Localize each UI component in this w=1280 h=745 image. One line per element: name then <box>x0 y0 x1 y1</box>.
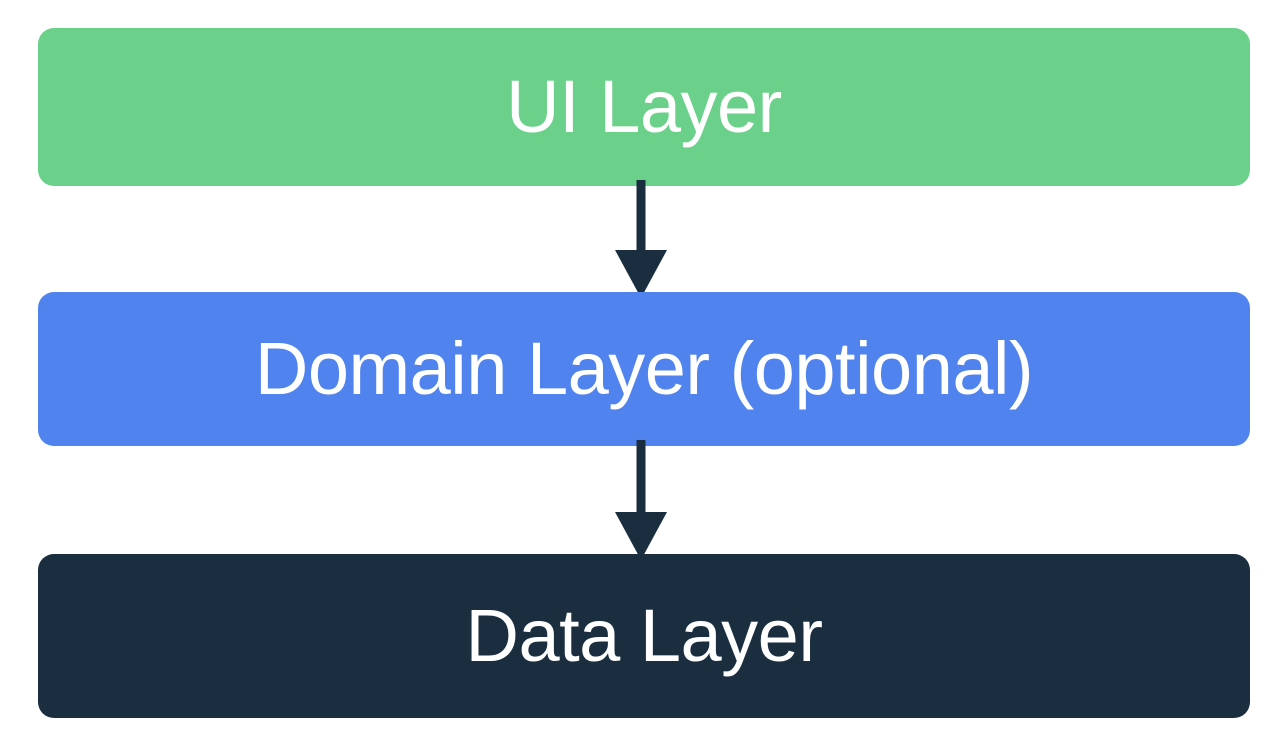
layer-label-domain: Domain Layer (optional) <box>254 327 1034 410</box>
layer-label-data: Data Layer <box>465 594 823 677</box>
layer-box-data[interactable]: Data Layer <box>38 554 1250 718</box>
layer-label-ui: UI Layer <box>506 65 782 148</box>
arrow-ui-to-domain <box>0 180 1280 298</box>
layer-box-domain[interactable]: Domain Layer (optional) <box>38 292 1250 446</box>
arrow-ui-to-domain-icon <box>615 180 667 298</box>
layer-box-ui[interactable]: UI Layer <box>38 28 1250 186</box>
arrow-domain-to-data <box>0 440 1280 560</box>
arrow-domain-to-data-icon <box>615 440 667 560</box>
